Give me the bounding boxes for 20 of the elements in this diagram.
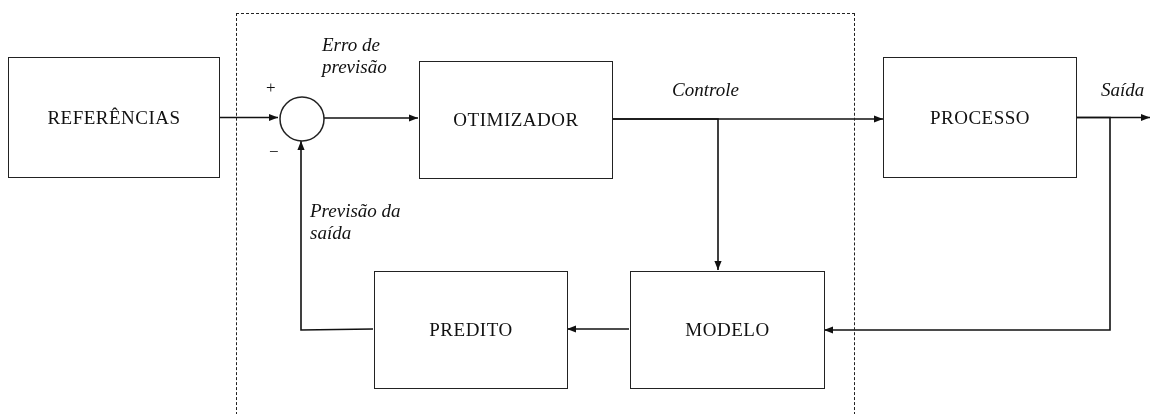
block-label: MODELO [685, 319, 770, 341]
arrow [566, 325, 630, 333]
block-label: OTIMIZADOR [453, 109, 579, 131]
arrow [323, 114, 419, 122]
block-label: PREDITO [429, 319, 513, 341]
block-box [419, 61, 613, 179]
summing-junction [279, 96, 325, 142]
arrow [219, 113, 279, 122]
block-label: PROCESSO [929, 106, 1031, 129]
block-label: REFERÊNCIAS [47, 106, 181, 129]
dashed-boundary [236, 13, 855, 414]
arrow [611, 118, 722, 271]
block-box [630, 271, 825, 389]
arrow [823, 116, 1111, 334]
block-box [8, 57, 220, 178]
block-box [883, 57, 1077, 178]
sign-label: + [266, 78, 276, 98]
block-box [374, 271, 568, 389]
sign-label: − [269, 142, 279, 162]
arrow [297, 140, 374, 331]
